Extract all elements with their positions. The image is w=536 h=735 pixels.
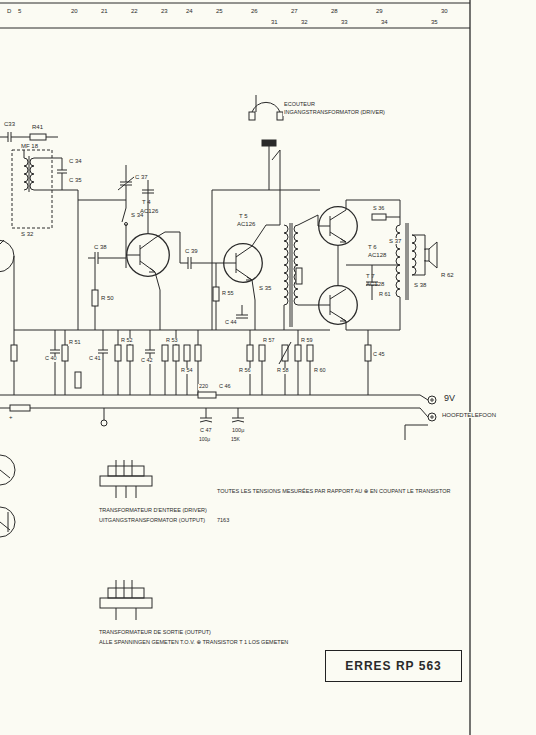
title-box: ERRES RP 563 bbox=[325, 650, 462, 682]
component-label: 9V bbox=[443, 394, 456, 403]
component-label: 220 bbox=[198, 384, 209, 390]
component-label: UITGANGSTRANSFORMATOR (OUTPUT) bbox=[98, 518, 206, 524]
component-label: R 62 bbox=[440, 272, 455, 278]
transistor-label: T 6 bbox=[368, 244, 377, 250]
component-label: 25 bbox=[215, 8, 224, 14]
transistor-label: T 5 bbox=[239, 213, 248, 219]
component-label: 100μ bbox=[231, 428, 245, 434]
component-label: 33 bbox=[340, 19, 349, 25]
component-label: 7163 bbox=[216, 518, 230, 524]
transistor-label: T 7 bbox=[366, 273, 375, 279]
component-label: S 37 bbox=[388, 238, 402, 244]
component-label: 30 bbox=[440, 8, 449, 14]
component-label: R 58 bbox=[276, 368, 290, 374]
component-label: R 50 bbox=[100, 295, 115, 301]
transistor-circle bbox=[318, 285, 358, 325]
component-label: 26 bbox=[250, 8, 259, 14]
component-label: C 34 bbox=[68, 158, 83, 164]
component-label: R 59 bbox=[300, 338, 314, 344]
ruler-line bbox=[0, 3, 470, 4]
component-label: R 57 bbox=[262, 338, 276, 344]
transistor-symbol: T 4AC126 bbox=[126, 233, 170, 277]
component-label: 100μ bbox=[198, 437, 211, 442]
component-label: 21 bbox=[100, 8, 109, 14]
transistor-symbol: T 6AC128 bbox=[318, 206, 358, 246]
transistor-symbol: T 5AC126 bbox=[223, 243, 263, 283]
transistor-t4-symbol bbox=[126, 175, 223, 330]
component-label: C33 bbox=[3, 121, 16, 127]
component-label: C 45 bbox=[372, 352, 386, 358]
component-label: 24 bbox=[185, 8, 194, 14]
component-label: C 46 bbox=[218, 384, 232, 390]
component-label: TRANSFORMATEUR D'ENTREE (DRIVER) bbox=[98, 508, 208, 514]
component-label: R 55 bbox=[221, 291, 235, 297]
component-label: C 37 bbox=[134, 174, 149, 180]
pinout-figures bbox=[0, 455, 152, 620]
component-label: R 51 bbox=[68, 340, 82, 346]
transistor-circle bbox=[126, 233, 170, 277]
component-label: TRANSFORMATEUR DE SORTIE (OUTPUT) bbox=[98, 630, 212, 636]
component-label: C 41 bbox=[88, 356, 102, 362]
component-label: C 47 bbox=[199, 428, 213, 434]
transistor-label: AC128 bbox=[368, 252, 386, 258]
transistor-label: AC126 bbox=[237, 221, 255, 227]
component-label: S 32 bbox=[20, 231, 34, 237]
component-label: 32 bbox=[300, 19, 309, 25]
component-label: ECOUTEUR bbox=[283, 102, 316, 108]
wire bbox=[338, 246, 339, 285]
component-label: C 44 bbox=[224, 320, 238, 326]
component-label: R 61 bbox=[378, 292, 392, 298]
component-label: 28 bbox=[330, 8, 339, 14]
component-label: + bbox=[8, 414, 14, 420]
component-label: R 52 bbox=[120, 338, 134, 344]
component-label: ALLE SPANNINGEN GEMETEN T.O.V. ⊕ TRANSIS… bbox=[98, 640, 289, 646]
component-label: HOOFDTELEFOON bbox=[441, 412, 497, 418]
driver-stage bbox=[212, 95, 320, 330]
component-label: 23 bbox=[160, 8, 169, 14]
component-label: D bbox=[6, 8, 12, 14]
component-label: 35 bbox=[430, 19, 439, 25]
component-label: R 60 bbox=[313, 368, 327, 374]
component-label: R41 bbox=[31, 124, 44, 130]
component-label: R 53 bbox=[165, 338, 179, 344]
component-label: R 54 bbox=[180, 368, 194, 374]
transistor-circle bbox=[223, 243, 263, 283]
component-label: 29 bbox=[375, 8, 384, 14]
transistor-circle bbox=[318, 206, 358, 246]
component-label: 22 bbox=[130, 8, 139, 14]
ruler-line bbox=[0, 28, 470, 29]
component-label: R 56 bbox=[238, 368, 252, 374]
component-label: C 40 bbox=[44, 356, 58, 362]
component-label: C 38 bbox=[93, 244, 108, 250]
frame-line bbox=[469, 0, 470, 735]
component-label: C 39 bbox=[184, 248, 199, 254]
component-label: 31 bbox=[270, 19, 279, 25]
component-label: C 35 bbox=[68, 177, 83, 183]
component-label: 15K bbox=[230, 437, 241, 442]
transistor-label: T 4 bbox=[142, 199, 151, 205]
component-label: 34 bbox=[380, 19, 389, 25]
bias-network bbox=[0, 330, 436, 440]
component-label: 20 bbox=[70, 8, 79, 14]
transistor-symbol: T 7AC128 bbox=[318, 285, 358, 325]
component-label: TOUTES LES TENSIONS MESURÉES PAR RAPPORT… bbox=[216, 489, 452, 495]
transistor-label: AC128 bbox=[366, 281, 384, 287]
component-label: INGANGSTRANSFORMATOR (DRIVER) bbox=[283, 110, 386, 116]
component-label: S 36 bbox=[372, 206, 385, 212]
input-stage bbox=[0, 132, 134, 345]
component-label: C 42 bbox=[140, 358, 154, 364]
title-text: ERRES RP 563 bbox=[345, 659, 442, 673]
component-label: 27 bbox=[290, 8, 299, 14]
component-label: MF 18 bbox=[20, 143, 39, 149]
component-label: S 38 bbox=[413, 282, 427, 288]
transistor-label: AC126 bbox=[140, 208, 158, 214]
component-label: S 35 bbox=[258, 285, 272, 291]
component-label: 5 bbox=[17, 8, 22, 14]
output-stage bbox=[318, 200, 437, 330]
